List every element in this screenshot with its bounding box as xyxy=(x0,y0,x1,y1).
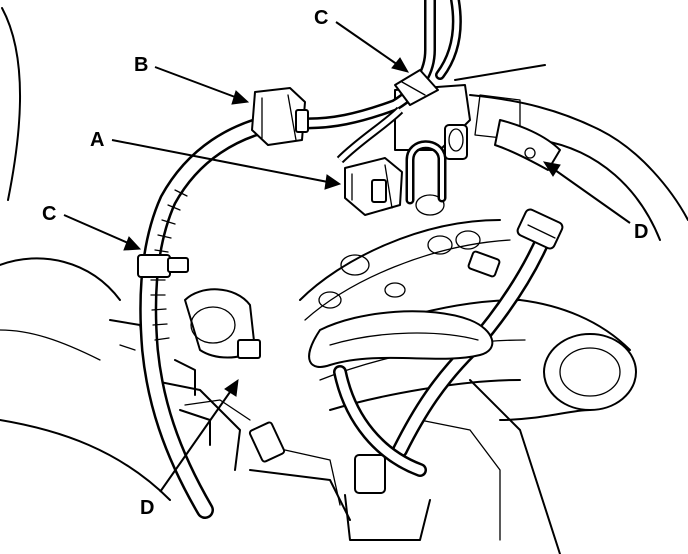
callout-d-bottom: D xyxy=(140,497,154,519)
hook-bracket xyxy=(405,124,468,205)
connector-b xyxy=(251,87,309,146)
callout-b: B xyxy=(134,54,148,76)
connector-a xyxy=(344,157,403,216)
callout-d-right: D xyxy=(634,221,648,243)
callout-a: A xyxy=(90,129,104,151)
clip-c-top xyxy=(394,69,439,106)
callout-c-top: C xyxy=(314,7,328,29)
callout-c-left: C xyxy=(42,203,56,225)
leader-lines xyxy=(63,21,631,493)
wire-harness-c xyxy=(137,109,309,519)
engine-outline xyxy=(0,7,688,554)
upper-wire xyxy=(292,0,462,164)
central-hose xyxy=(308,310,494,477)
